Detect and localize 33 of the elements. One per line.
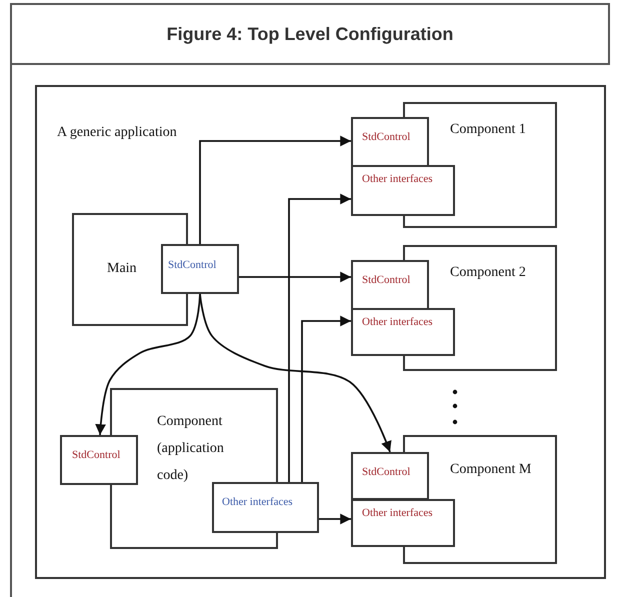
box-label: Component 1 [450,122,526,139]
box-label: Other interfaces [362,173,433,186]
box-label: Component M [450,462,532,479]
box-label: Component (application code) [157,413,225,485]
interface-box [351,165,455,216]
interface-box [351,117,429,168]
box-label: StdControl [362,274,410,288]
application-frame [35,85,606,579]
arrow [301,316,351,482]
interface-box [351,499,455,547]
box-label: Main [107,261,137,278]
interface-box [351,452,429,500]
box-label: Other interfaces [222,496,293,510]
arrow [288,194,351,482]
interface-box [212,482,319,533]
arrow [95,294,201,436]
arrow [199,294,392,452]
arrow [199,136,351,244]
box-label: StdControl [72,449,120,462]
figure-title: Figure 4: Top Level Configuration [166,24,454,44]
box-label: Other interfaces [362,507,433,520]
box-label: StdControl [168,259,216,272]
box-label: Other interfaces [362,316,433,330]
interface-box [351,260,429,311]
interface-box [161,244,239,294]
box-label: StdControl [362,466,410,480]
box-label: StdControl [362,131,410,144]
box-label: A generic application [57,125,177,142]
box-label: Component 2 [450,265,526,282]
interface-box [351,308,455,356]
arrow [319,514,351,524]
arrow [239,272,351,282]
interface-box [60,435,138,485]
